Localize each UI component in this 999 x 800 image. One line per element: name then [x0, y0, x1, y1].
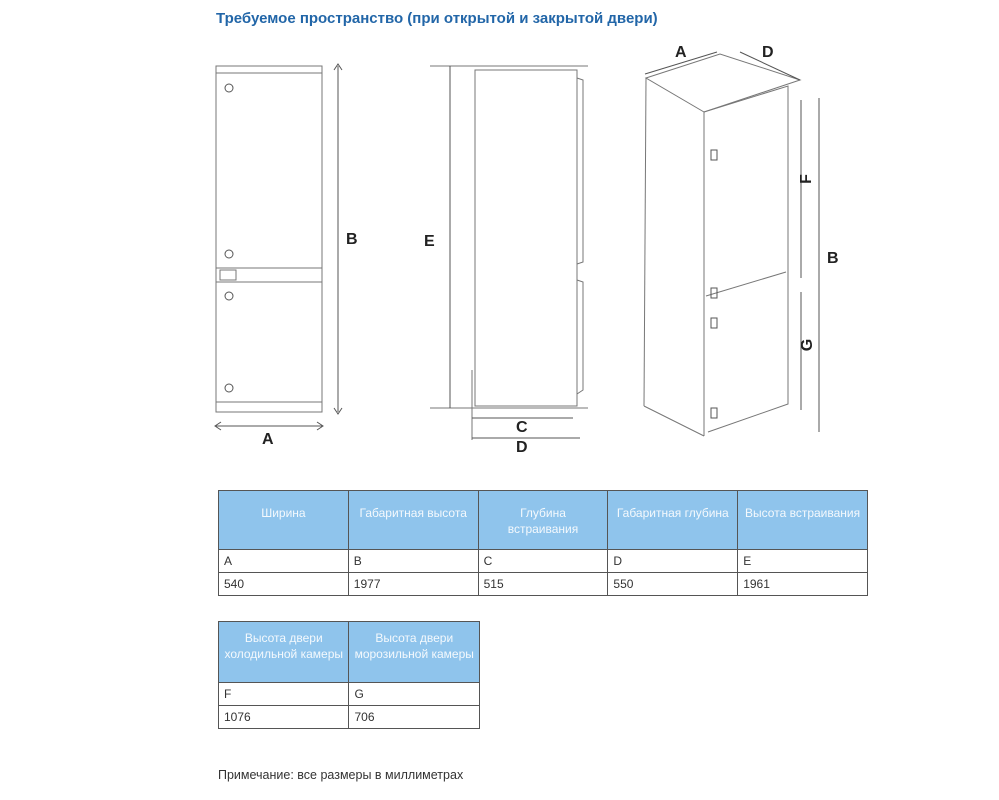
header-overall-depth: Габаритная глубина — [607, 490, 739, 550]
table-row: 1076 706 — [217, 705, 480, 729]
header-installation-height: Высота встраивания — [737, 490, 868, 550]
letter-cell: D — [607, 549, 739, 573]
value-cell: 1961 — [737, 572, 868, 596]
table-row: A B C D E — [218, 549, 868, 573]
value-cell: 515 — [477, 572, 609, 596]
dimension-label-d-iso: D — [762, 44, 774, 61]
dimension-label-b-iso: B — [827, 250, 839, 267]
footnote: Примечание: все размеры в миллиметрах — [218, 768, 464, 782]
dimension-label-a-iso: A — [675, 44, 687, 61]
value-cell: 1076 — [217, 705, 350, 729]
table-header-row: Ширина Габаритная высота Глубина встраив… — [218, 490, 868, 550]
dimension-label-e-side: E — [424, 233, 435, 250]
value-cell: 540 — [218, 572, 349, 596]
hinge-icon — [224, 83, 234, 393]
header-width: Ширина — [218, 490, 349, 550]
dimensions-table: Ширина Габаритная высота Глубина встраив… — [218, 490, 868, 596]
fridge-dimension-diagram — [214, 51, 820, 440]
letter-cell: A — [218, 549, 349, 573]
dimension-label-f-iso: F — [797, 174, 815, 184]
header-installation-depth: Глубина встраивания — [477, 490, 609, 550]
side-view — [430, 65, 588, 440]
dimension-label-a-front: A — [262, 431, 274, 448]
front-view — [214, 63, 343, 431]
dimension-label-c-side: C — [516, 419, 528, 436]
value-cell: 1977 — [347, 572, 479, 596]
door-heights-table: Высота двери холодильной камеры Высота д… — [217, 621, 480, 729]
dimension-label-b-front: B — [346, 231, 358, 248]
letter-cell: E — [737, 549, 868, 573]
header-overall-height: Габаритная высота — [347, 490, 479, 550]
header-freezer-door-height: Высота двери морозильной камеры — [348, 621, 480, 683]
dimension-label-g-iso: G — [799, 338, 817, 352]
letter-cell: B — [347, 549, 479, 573]
letter-cell: G — [348, 682, 480, 706]
isometric-view — [643, 51, 820, 437]
dimension-label-d-side: D — [516, 439, 528, 456]
letter-cell: C — [477, 549, 609, 573]
page-title: Требуемое пространство (при открытой и з… — [216, 10, 658, 27]
table-header-row: Высота двери холодильной камеры Высота д… — [217, 621, 480, 683]
table-row: F G — [217, 682, 480, 706]
header-fridge-door-height: Высота двери холодильной камеры — [217, 621, 350, 683]
value-cell: 706 — [348, 705, 480, 729]
table-row: 540 1977 515 550 1961 — [218, 572, 868, 596]
letter-cell: F — [217, 682, 350, 706]
value-cell: 550 — [607, 572, 739, 596]
